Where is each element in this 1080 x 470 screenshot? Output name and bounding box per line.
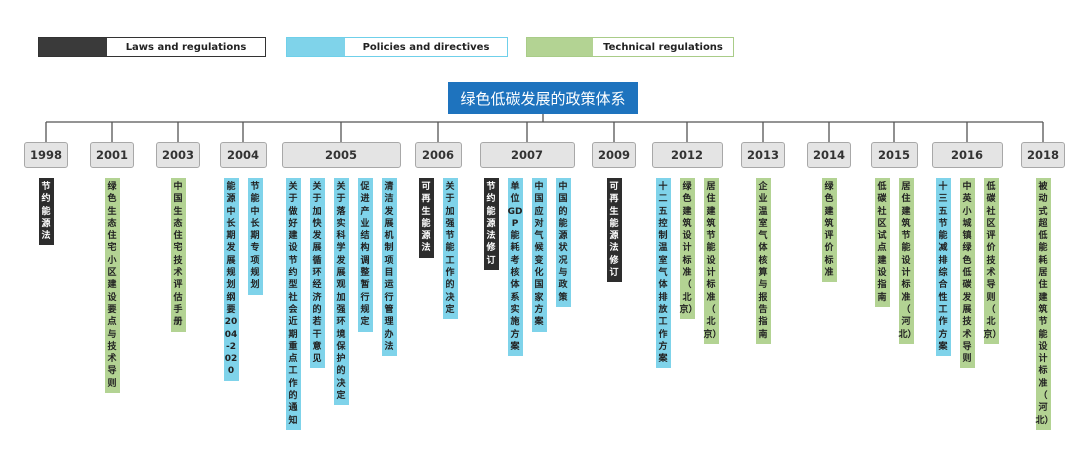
policy-item-1998-1: 节约能源法 (38, 178, 54, 246)
policy-item-2013-1: 企业温室气体核算与报告指南 (755, 178, 771, 344)
policy-item-2004-1: 能源中长期发展规划纲要2004-2020 (223, 178, 239, 381)
policy-item-2016-1: 十三五节能减排综合性工作方案 (935, 178, 951, 357)
year-2009: 2009 (592, 142, 636, 168)
policy-item-2007-4: 中国的能源状况与政策 (555, 178, 571, 307)
policy-item-2015-2: 居住建筑节能设计标准（河北） (898, 178, 917, 344)
policy-item-2004-2: 节能中长期专项规划 (247, 178, 263, 295)
diagram-title: 绿色低碳发展的政策体系 (448, 82, 638, 114)
policy-item-2005-3: 关于落实科学发展观加强环境保护的决定 (333, 178, 349, 406)
policy-item-2001-1: 绿色生态住宅小区建设要点与技术导则 (104, 178, 120, 394)
legend-policies-label: Policies and directives (362, 41, 490, 53)
legend-laws-swatch (39, 38, 107, 56)
year-2016: 2016 (931, 142, 1003, 168)
year-2018: 2018 (1021, 142, 1065, 168)
policy-item-2012-3: 居住建筑节能设计标准（北京） (703, 178, 722, 344)
policy-item-2012-1: 十二五控制温室气体排放工作方案 (655, 178, 671, 369)
year-2014: 2014 (807, 142, 851, 168)
year-2012: 2012 (651, 142, 723, 168)
year-2015: 2015 (870, 142, 918, 168)
legend-technical: Technical regulations (526, 37, 734, 57)
policy-item-2006-1: 可再生能源法 (418, 178, 434, 258)
year-2007: 2007 (479, 142, 575, 168)
policy-item-2005-1: 关于做好建设节约型社会近期重点工作的通知 (285, 178, 301, 430)
policy-item-2007-3: 中国应对气候变化国家方案 (531, 178, 547, 332)
legend-technical-label: Technical regulations (603, 41, 723, 53)
policy-item-2005-2: 关于加快发展循环经济的若干意见 (309, 178, 325, 369)
policy-item-2018-1: 被动式超低能耗居住建筑节能设计标准（河北） (1035, 178, 1054, 430)
policy-item-2012-2: 绿色建筑设计标准（北京） (679, 178, 698, 320)
policy-item-2009-1: 可再生能源法修订 (606, 178, 622, 283)
policy-item-2003-1: 中国生态住宅技术评估手册 (170, 178, 186, 332)
year-2004: 2004 (219, 142, 267, 168)
legend-laws: Laws and regulations (38, 37, 266, 57)
policy-item-2007-2: 单位GDP能耗考核体系实施方案 (507, 178, 523, 357)
year-2001: 2001 (90, 142, 134, 168)
policy-item-2005-5: 清洁发展机制项目运行管理办法 (381, 178, 397, 357)
legend-policies-swatch (287, 38, 345, 56)
year-1998: 1998 (24, 142, 68, 168)
legend-policies: Policies and directives (286, 37, 508, 57)
policy-item-2005-4: 促进产业结构调整暂行规定 (357, 178, 373, 332)
legend-technical-swatch (527, 38, 593, 56)
year-2005: 2005 (281, 142, 401, 168)
policy-item-2006-2: 关于加强节能工作的决定 (442, 178, 458, 320)
year-2006: 2006 (414, 142, 462, 168)
legend-laws-label: Laws and regulations (125, 41, 247, 53)
policy-item-2016-3: 低碳社区评价技术导则（北京） (983, 178, 1002, 344)
policy-item-2016-2: 中英小城镇绿色低碳发展技术导则 (959, 178, 975, 369)
policy-item-2015-1: 低碳社区试点建设指南 (874, 178, 890, 307)
year-2013: 2013 (741, 142, 785, 168)
year-2003: 2003 (156, 142, 200, 168)
policy-item-2014-1: 绿色建筑评价标准 (821, 178, 837, 283)
policy-item-2007-1: 节约能源法修订 (483, 178, 499, 271)
